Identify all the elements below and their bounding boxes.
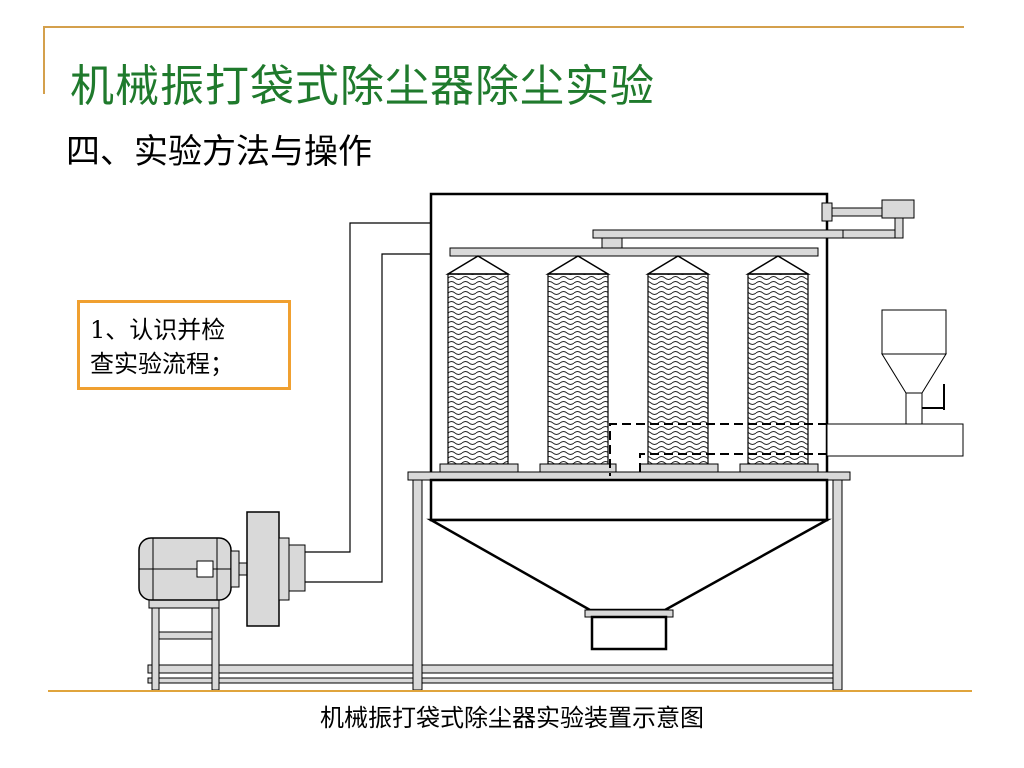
left-accent-rule [43,26,45,94]
inlet-duct-dashed [609,423,827,476]
dust-feeder [826,309,964,457]
motor-fan-unit [138,511,306,691]
section-subtitle: 四、实验方法与操作 [66,132,372,172]
step-text-line-2: 查实验流程； [90,350,234,378]
step-callout-box: 1、认识并检 查实验流程； [77,300,291,390]
filter-bag [439,255,519,473]
filter-bag [539,255,617,473]
shaker-mechanism [449,199,915,257]
filter-bag [739,255,819,473]
bottom-divider [48,690,972,692]
air-ducts [305,222,431,583]
slide-title: 机械振打袋式除尘器除尘实验 [70,61,655,112]
dust-hopper [426,518,832,651]
filter-bag [639,255,719,473]
base-frame [147,664,839,684]
top-divider [44,26,964,28]
diagram-caption: 机械振打袋式除尘器实验装置示意图 [320,704,704,732]
filter-bags [439,255,819,473]
step-text-line-1: 1、认识并检 [90,316,226,344]
